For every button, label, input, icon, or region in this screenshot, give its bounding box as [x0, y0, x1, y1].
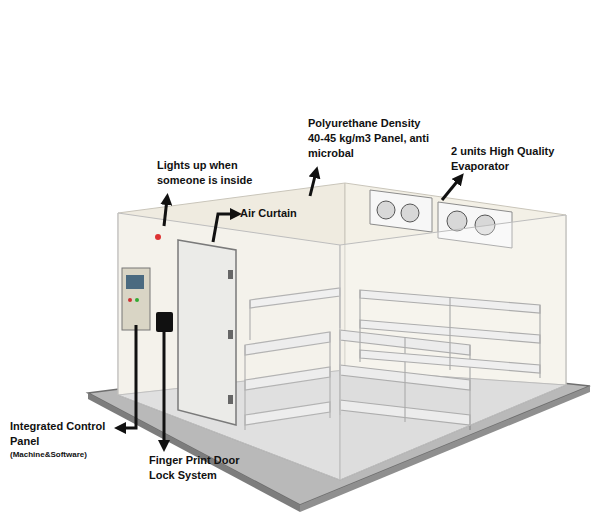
callout-label: Finger Print Door Lock System — [149, 453, 259, 483]
panel-screen — [126, 275, 144, 289]
door-hinge — [228, 330, 233, 339]
front-left-wall — [118, 213, 340, 480]
callout-label: Lights up when someone is inside — [157, 158, 267, 188]
indicator-light — [155, 234, 161, 240]
callout-label: Air Curtain — [240, 206, 330, 221]
door-hinge — [228, 270, 233, 279]
control-panel — [122, 268, 150, 330]
leader-arrows — [120, 172, 460, 446]
callout-label: 2 units High Quality Evaporator — [451, 144, 571, 174]
callout-label: Integrated Control Panel — [10, 419, 120, 449]
evaporator — [370, 190, 432, 232]
callout-label: Polyurethane Density 40-45 kg/m3 Panel, … — [308, 116, 438, 161]
callout-sublabel: (Machine&Software) — [10, 450, 130, 461]
fingerprint-lock — [156, 312, 173, 332]
front-right-wall — [340, 215, 566, 480]
door — [178, 240, 236, 425]
door-hinge — [228, 395, 233, 404]
